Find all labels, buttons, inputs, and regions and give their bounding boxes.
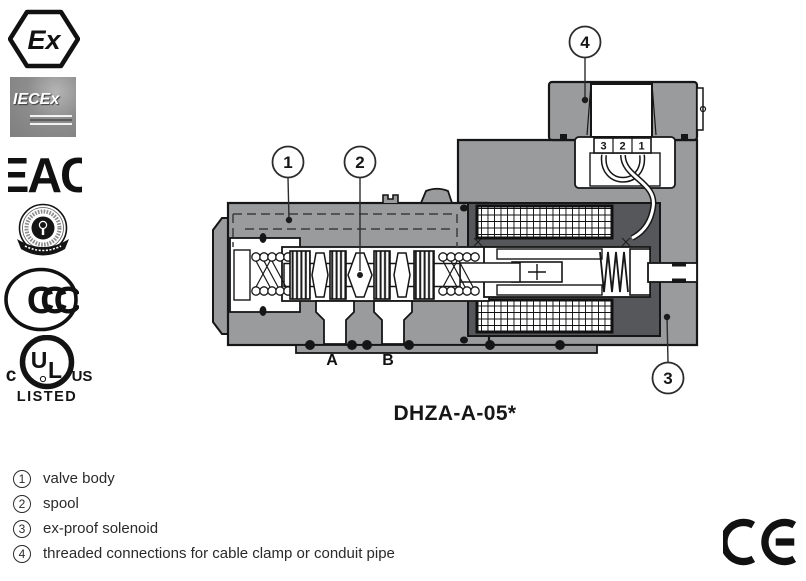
legend-item-valve-body: 1 valve body [13,466,653,491]
legend-number-4: 4 [13,544,31,563]
solenoid-spring-shape [599,251,629,293]
legend-text-1: valve body [43,470,115,487]
legend-item-threaded-connections: 4 threaded connections for cable clamp o… [13,541,653,566]
callout-3-number: 3 [663,369,672,388]
legend-text-4: threaded connections for cable clamp or … [43,545,395,562]
spool-land [289,250,311,300]
solenoid-coil-top-shape [475,204,614,240]
eac-text-icon: EAC [0,148,96,203]
solenoid-coil-bottom-shape [475,298,614,334]
ul-c-text: c [6,365,17,386]
legend: 1 valve body 2 spool 3 ex-proof solenoid… [13,466,653,566]
legend-number-3: 3 [13,519,31,538]
coil-wires [600,154,657,241]
ce-mark-icon [720,518,797,566]
terminal-3-label: 3 [600,141,606,153]
legend-number-1: 1 [13,469,31,488]
seal-dots [259,134,688,350]
callout-1: 1 [271,145,305,224]
eac-text: EAC [8,148,82,200]
valve-cross-section-diagram: 3 2 1 1 2 [212,25,707,395]
port-a-label: A [326,352,338,369]
mounting-plate-shape [295,344,598,354]
atex-ex-logo: Ex [7,9,81,74]
terminal-1-label: 1 [638,141,644,153]
valve-top-dome-shape [419,187,454,204]
callout-2-number: 2 [355,153,364,172]
iecex-stripes-icon [30,115,72,127]
peso-badge-icon [17,203,69,256]
terminal-label-strip [593,137,652,154]
ul-mark-icon: U L c US LISTED [6,334,92,405]
iecex-logo: IECEx [10,77,76,137]
ul-letter-l: L [48,357,62,383]
terminal-2-label: 2 [619,141,625,153]
valve-top-bracket-shape [382,194,399,203]
atex-ex-text: Ex [27,25,61,55]
spool-land [373,250,391,300]
spool-land [413,250,435,300]
legend-item-spool: 2 spool [13,491,653,516]
spool-shape [251,250,480,300]
spool-land [329,250,347,300]
legend-item-solenoid: 3 ex-proof solenoid [13,516,653,541]
iecex-text: IECEx [13,91,60,108]
ul-us-text: US [72,368,92,385]
eac-logo: EAC [0,146,96,205]
callout-1-number: 1 [283,153,292,172]
callout-4: 4 [568,25,602,104]
callout-2: 2 [343,145,377,271]
port-a-channel-shape [315,300,355,345]
ul-listed-text: LISTED [17,389,78,405]
legend-number-2: 2 [13,494,31,513]
atex-hexagon-icon: Ex [7,9,81,69]
peso-certification-badge [13,203,73,265]
port-b-label: B [382,352,394,369]
ce-mark [720,514,805,575]
conduit-opening-shape [590,83,653,138]
valve-end-cap-shape [212,217,229,335]
legend-text-2: spool [43,495,79,512]
callout-3: 3 [651,313,685,395]
ul-letter-u: U [31,347,48,373]
ul-listed-logo: U L c US LISTED [2,334,92,410]
model-code-title: DHZA-A-05* [393,402,517,425]
valve-body-dashed-outline [232,213,458,247]
port-b-channel-shape [373,300,413,345]
callout-4-number: 4 [580,33,590,52]
legend-text-3: ex-proof solenoid [43,520,159,537]
